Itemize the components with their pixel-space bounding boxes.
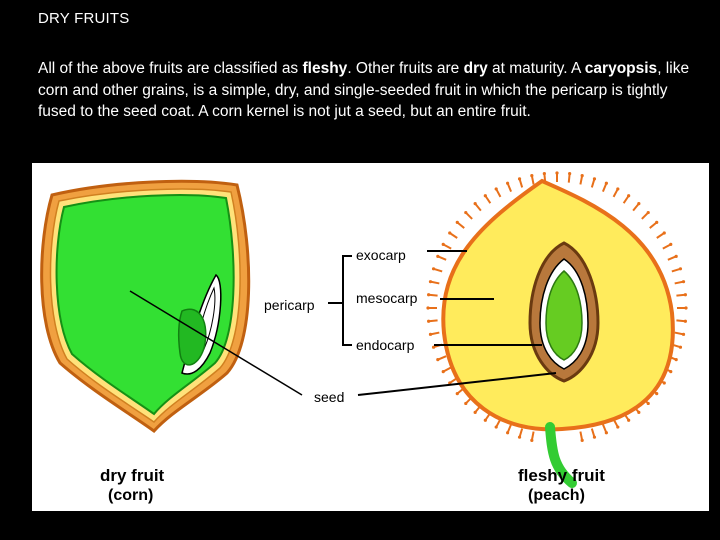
peach-hair-tip: [675, 358, 678, 361]
body-term-dry: dry: [464, 60, 488, 77]
peach-hair-tip: [429, 280, 432, 283]
caption-corn: (corn): [108, 487, 153, 504]
body-term-caryopsis: caryopsis: [585, 60, 657, 77]
body-term-fleshy: fleshy: [303, 60, 348, 77]
peach-hair-tip: [464, 402, 467, 405]
corn-kernel: [42, 181, 302, 431]
peach-hair-tip: [616, 187, 619, 190]
peach-hair-tip: [427, 293, 430, 296]
peach-hair-tip: [637, 202, 640, 205]
peach-hair-tip: [684, 306, 687, 309]
peach-hair-tip: [627, 194, 630, 197]
peach-hair-tip: [669, 370, 672, 373]
peach-hair-tip: [427, 320, 430, 323]
peach-hair-tip: [506, 431, 509, 434]
peach-hair-tip: [682, 280, 685, 283]
peach-hair-tip: [543, 172, 546, 175]
peach-hair-tip: [679, 267, 682, 270]
peach-hair-tip: [495, 187, 498, 190]
peach-hair-tip: [663, 381, 666, 384]
peach-hair-tip: [426, 306, 429, 309]
peach-hair-tip: [669, 243, 672, 246]
peach-hair-tip: [682, 333, 685, 336]
peach-hair-tip: [436, 358, 439, 361]
label-mesocarp: mesocarp: [356, 290, 418, 306]
peach-hair-tip: [448, 231, 451, 234]
peach-hair-tip: [684, 293, 687, 296]
peach-hair-tip: [593, 177, 596, 180]
peach-hair-tip: [474, 411, 477, 414]
peach-fruit: [426, 171, 687, 483]
peach-hair-tip: [684, 320, 687, 323]
fruit-diagram: exocarp mesocarp endocarp pericarp seed …: [32, 163, 709, 511]
peach-hair-tip: [432, 346, 435, 349]
peach-hair-tip: [474, 202, 477, 205]
peach-hair-tip: [456, 392, 459, 395]
body-text-2: . Other fruits are: [347, 60, 463, 77]
body-text-1: All of the above fruits are classified a…: [38, 60, 303, 77]
peach-hair-tip: [436, 255, 439, 258]
peach-hair-tip: [605, 431, 608, 434]
peach-hair-tip: [647, 402, 650, 405]
peach-hair-tip: [655, 392, 658, 395]
peach-hair-tip: [506, 182, 509, 185]
label-exocarp: exocarp: [356, 247, 406, 263]
peach-hair-tip: [530, 439, 533, 442]
peach-hair-tip: [581, 174, 584, 177]
peach-hair-tip: [637, 411, 640, 414]
peach-hair-tip: [555, 171, 558, 174]
peach-hair-tip: [429, 333, 432, 336]
peach-hair-tip: [593, 436, 596, 439]
caption-dry-fruit: dry fruit: [100, 466, 165, 485]
label-endocarp: endocarp: [356, 337, 415, 353]
peach-hair-tip: [518, 177, 521, 180]
pericarp-bracket: [343, 256, 352, 345]
peach-hair-tip: [518, 436, 521, 439]
peach-hair-tip: [679, 346, 682, 349]
peach-hair-tip: [442, 243, 445, 246]
peach-hair-tip: [627, 419, 630, 422]
peach-hair-tip: [456, 221, 459, 224]
peach-hair-tip: [568, 172, 571, 175]
slide-body-text: All of the above fruits are classified a…: [38, 58, 698, 123]
caption-fleshy-fruit: fleshy fruit: [518, 466, 605, 485]
label-pericarp: pericarp: [264, 297, 315, 313]
body-text-3: at maturity. A: [488, 60, 585, 77]
peach-hair-tip: [432, 267, 435, 270]
peach-hair-tip: [647, 211, 650, 214]
peach-hair-tip: [675, 255, 678, 258]
peach-hair-tip: [655, 221, 658, 224]
peach-hair-tip: [484, 419, 487, 422]
caption-peach: (peach): [528, 487, 585, 504]
peach-hair-tip: [663, 231, 666, 234]
peach-hair-tip: [495, 425, 498, 428]
peach-hair-tip: [442, 370, 445, 373]
peach-hair-tip: [605, 182, 608, 185]
slide-title: DRY FRUITS: [38, 10, 129, 27]
peach-hair-tip: [484, 194, 487, 197]
peach-hair-tip: [581, 439, 584, 442]
peach-hair-tip: [530, 174, 533, 177]
label-seed: seed: [314, 389, 344, 405]
peach-hair-tip: [616, 425, 619, 428]
peach-hair-tip: [464, 211, 467, 214]
